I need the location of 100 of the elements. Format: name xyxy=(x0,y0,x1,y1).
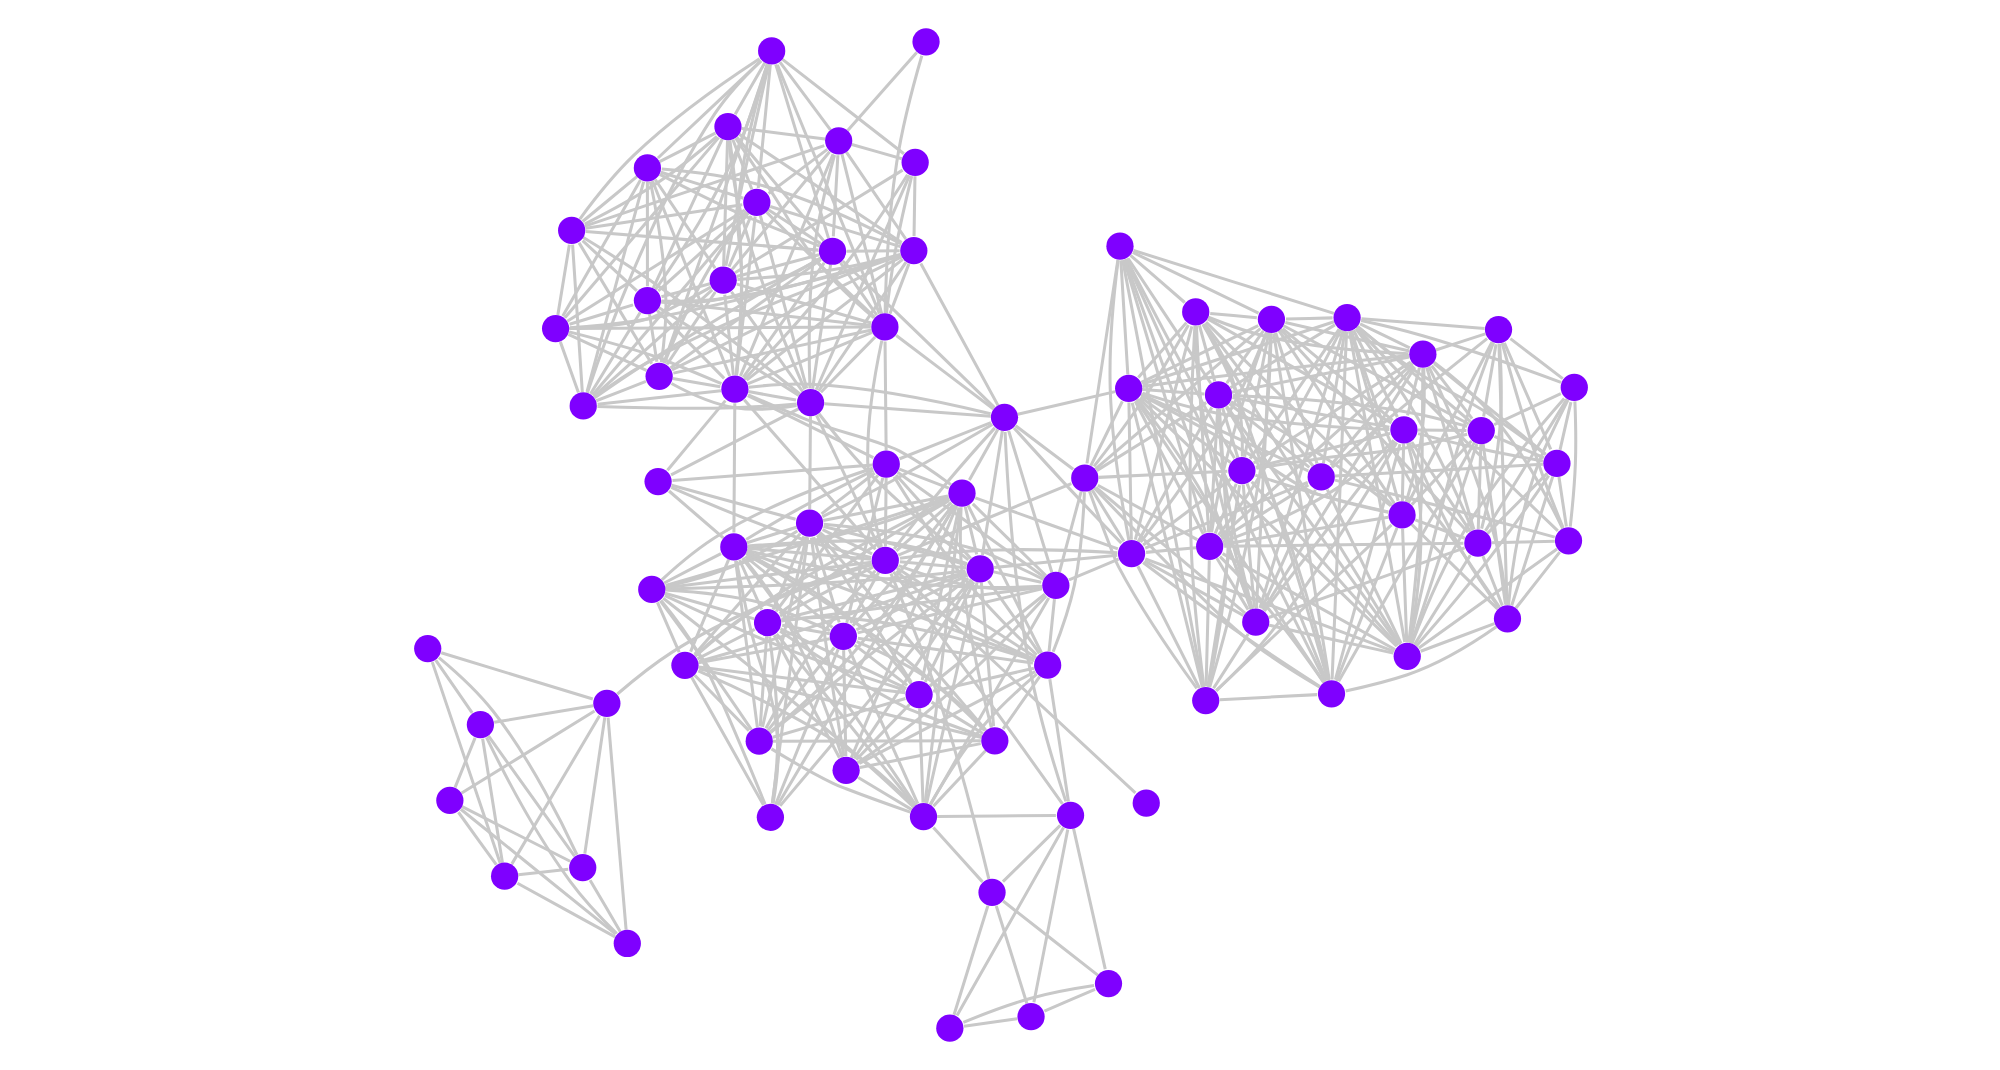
connector xyxy=(661,212,749,364)
connector xyxy=(1089,489,1125,543)
connector xyxy=(1222,515,1388,546)
node-circle xyxy=(757,37,785,65)
connector xyxy=(568,303,633,326)
connector xyxy=(1399,443,1405,501)
connector xyxy=(1416,432,1543,463)
node-circle xyxy=(1203,381,1232,409)
connector xyxy=(670,255,902,372)
node-circle xyxy=(612,929,640,958)
connector xyxy=(1193,326,1253,610)
connector xyxy=(689,676,764,806)
connector xyxy=(928,597,1050,805)
connector xyxy=(695,628,755,661)
node-circle xyxy=(719,533,747,561)
connector xyxy=(745,525,796,545)
connector xyxy=(1196,325,1216,382)
connector xyxy=(896,482,1071,557)
connector xyxy=(1267,623,1393,655)
connector xyxy=(898,548,1117,560)
connector xyxy=(1207,333,1272,688)
connector xyxy=(1216,408,1253,610)
connector xyxy=(839,153,883,314)
connector xyxy=(852,643,908,687)
connector xyxy=(657,306,799,397)
connector xyxy=(768,576,969,734)
connector xyxy=(979,430,1003,556)
connector xyxy=(1187,325,1205,688)
connector xyxy=(1144,546,1196,554)
connector xyxy=(1347,330,1406,643)
connector xyxy=(780,623,830,636)
connector xyxy=(1480,443,1506,605)
connector xyxy=(734,560,779,804)
connector xyxy=(605,717,627,930)
node-circle xyxy=(1483,315,1512,344)
connector xyxy=(882,341,887,451)
connector xyxy=(951,905,989,1016)
connector xyxy=(1336,441,1475,682)
connector xyxy=(1351,329,1398,418)
connector xyxy=(962,1017,1017,1028)
connector xyxy=(732,62,766,115)
connector xyxy=(962,506,978,555)
connector xyxy=(741,556,843,758)
connector xyxy=(1424,367,1475,530)
connector xyxy=(1492,392,1561,426)
connector xyxy=(1231,393,1467,428)
connector xyxy=(894,474,971,560)
connector xyxy=(576,242,652,365)
connector xyxy=(1479,343,1502,530)
connector xyxy=(816,412,969,562)
connector xyxy=(737,559,763,611)
connector xyxy=(1334,527,1398,682)
connector xyxy=(456,811,497,866)
node-circle xyxy=(1195,532,1223,560)
connector xyxy=(1131,251,1259,315)
connector xyxy=(672,328,871,375)
connector xyxy=(957,507,992,728)
connector xyxy=(692,674,749,732)
connector xyxy=(1284,321,1409,353)
connector xyxy=(1001,899,1098,977)
connector xyxy=(736,253,900,281)
connector xyxy=(1320,330,1346,464)
connector xyxy=(840,259,995,409)
connector xyxy=(1485,472,1548,535)
connector xyxy=(822,522,1044,581)
connector xyxy=(1122,259,1252,610)
connector xyxy=(1000,824,1061,883)
connector xyxy=(929,700,983,735)
connector xyxy=(660,167,901,246)
connector xyxy=(1092,487,1320,689)
connector xyxy=(584,59,762,394)
connector xyxy=(898,560,966,570)
connector xyxy=(1332,443,1401,681)
connector xyxy=(452,737,476,788)
connector xyxy=(891,570,1063,805)
node-circle xyxy=(965,555,993,583)
connector xyxy=(746,546,870,561)
connector xyxy=(596,389,721,406)
connector xyxy=(735,253,819,279)
connector xyxy=(823,402,990,418)
connector xyxy=(664,560,871,590)
connector xyxy=(757,215,808,389)
node-circle xyxy=(465,711,493,739)
connector xyxy=(1257,330,1344,609)
node-circle xyxy=(720,375,748,403)
connector xyxy=(1220,552,1395,651)
connector xyxy=(978,582,995,727)
connector xyxy=(895,566,1036,659)
connector xyxy=(1221,439,1394,544)
connector xyxy=(740,126,825,141)
connector xyxy=(764,211,875,319)
node-circle xyxy=(1241,608,1269,636)
connector xyxy=(661,64,768,364)
connector xyxy=(830,155,839,237)
connector xyxy=(1499,342,1564,529)
connector xyxy=(660,282,710,299)
connector xyxy=(742,398,876,551)
connector xyxy=(721,140,729,267)
node-circle xyxy=(744,727,772,755)
connector xyxy=(894,501,952,552)
